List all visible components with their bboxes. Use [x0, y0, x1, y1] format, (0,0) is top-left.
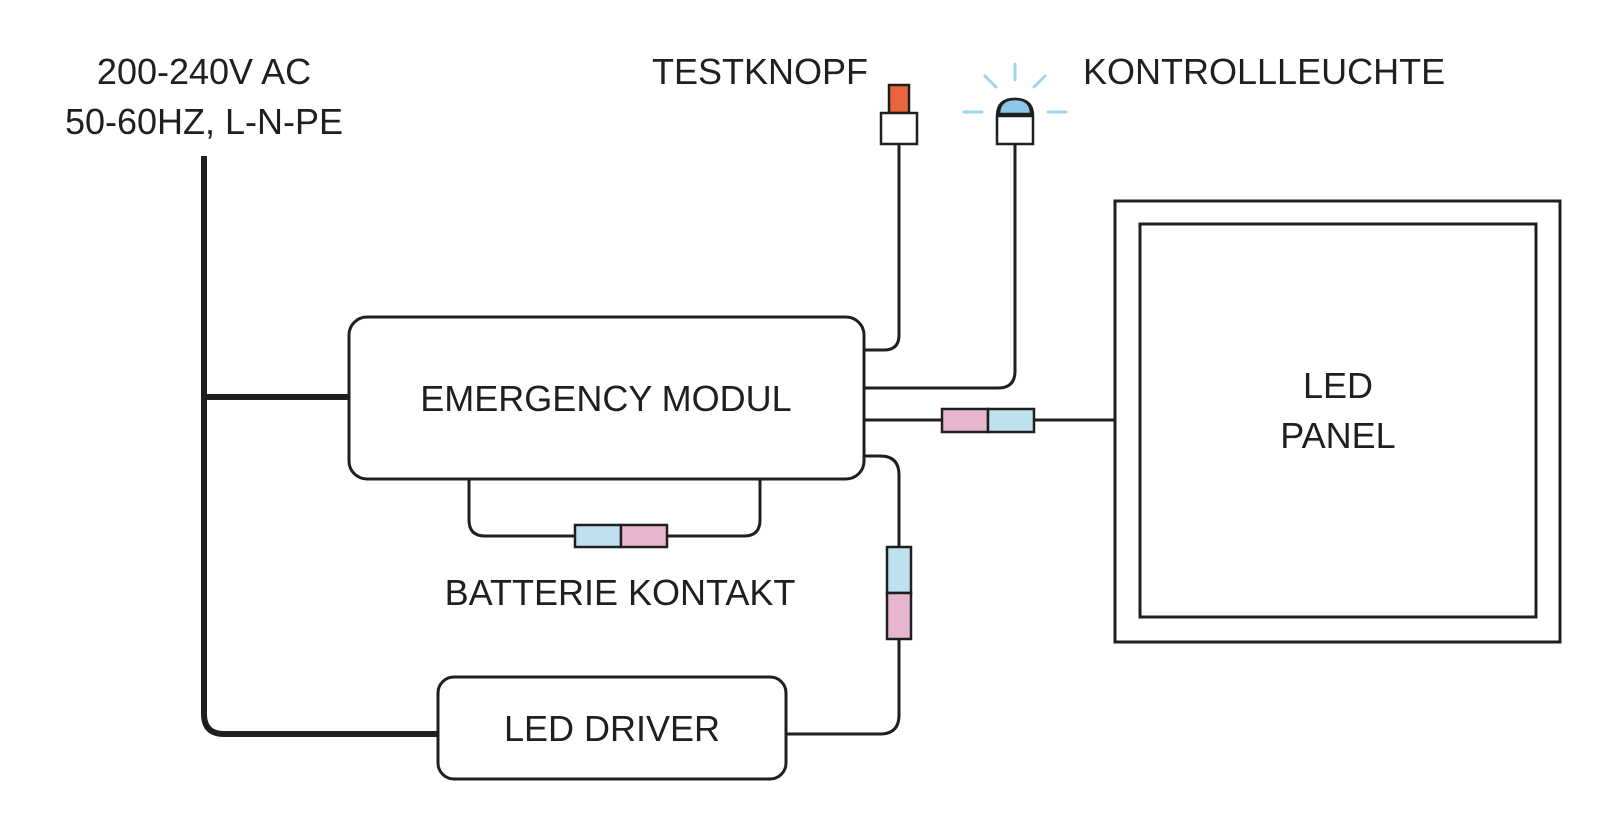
light-rays-icon	[962, 62, 1068, 114]
driver-connector-pink	[885, 591, 913, 641]
led-driver-label: LED DRIVER	[504, 708, 720, 749]
battery-contact-label: BATTERIE KONTAKT	[445, 572, 796, 613]
panel-connector-blue	[986, 407, 1036, 434]
battery-connector-pink	[619, 523, 669, 549]
supply-wire	[201, 156, 438, 737]
indicator-light-icon	[995, 97, 1035, 146]
indicator-light-label: KONTROLLLEUCHTE	[1083, 51, 1445, 92]
led-panel-label-line1: LED	[1303, 365, 1373, 406]
supply-label-line2: 50-60HZ, L-N-PE	[65, 101, 343, 142]
test-button-icon	[879, 83, 919, 146]
test-button-wire	[864, 144, 901, 352]
battery-connector-blue	[573, 523, 623, 549]
module-to-driver-wire	[786, 454, 901, 736]
indicator-light-wire	[864, 144, 1017, 390]
supply-label-line1: 200-240V AC	[97, 51, 311, 92]
led-panel-label-line2: PANEL	[1280, 415, 1395, 456]
emergency-module-box	[347, 315, 866, 481]
led-panel-inner	[1138, 222, 1538, 619]
led-driver-box	[436, 675, 788, 781]
driver-connector-blue	[885, 545, 913, 595]
emergency-module-label: EMERGENCY MODUL	[420, 378, 791, 419]
test-button-label: TESTKNOPF	[652, 51, 868, 92]
panel-connector-pink	[940, 407, 990, 434]
